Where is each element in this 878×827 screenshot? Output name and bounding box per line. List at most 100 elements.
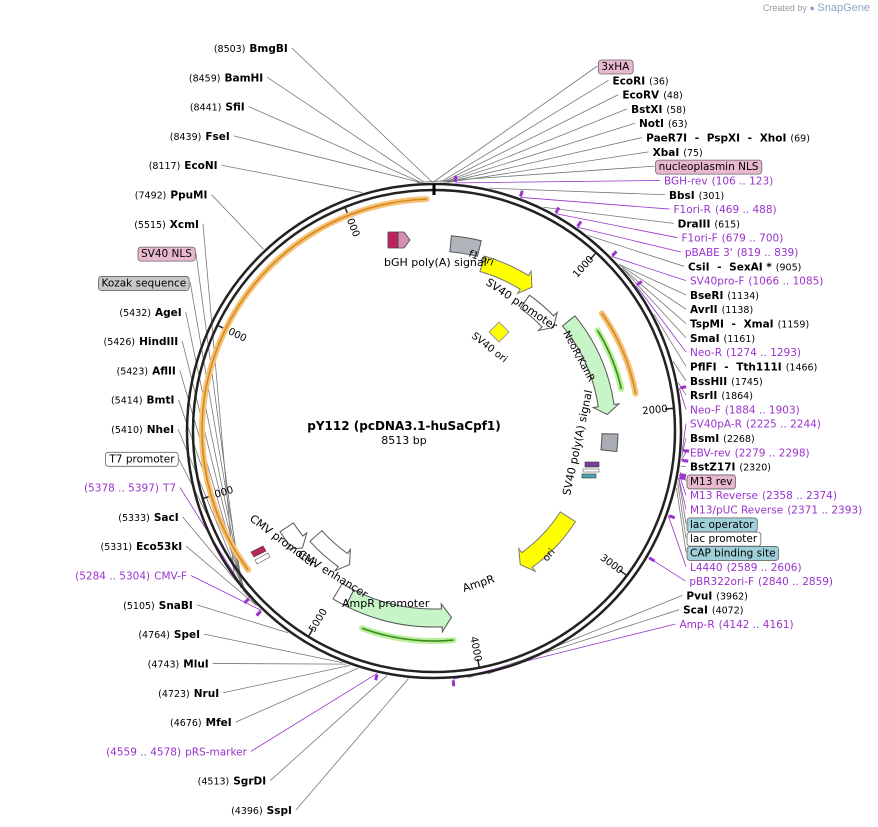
label-part: (4142 .. 4161) — [719, 619, 794, 631]
label-beri-text: BseRI(1134) — [690, 290, 759, 302]
label-part: BmgBI — [249, 43, 287, 55]
plasmid-name: pY112 (pcDNA3.1-huSaCpf1) — [307, 419, 501, 433]
leader-line — [676, 487, 687, 553]
label-sv40pro-f-text: SV40pro-F(1066 .. 1085) — [690, 276, 823, 288]
tick-label: 5000 — [307, 607, 330, 634]
label-nhei-text: (5410)NheI — [111, 424, 174, 436]
label-bbsi-text: BbsI(301) — [669, 190, 724, 202]
label-part: SgrDI — [233, 776, 266, 788]
label-csii-text: CsiI - SexAI *(905) — [688, 261, 801, 273]
label-bmti-text: (5414)BmtI — [111, 395, 174, 407]
label-part: BseRI — [690, 290, 723, 302]
leader-line — [447, 151, 649, 183]
leader-line — [442, 94, 619, 183]
label-ebv-rev: EBV-rev(2279 .. 2298) — [690, 447, 810, 459]
label-f1ori-f-text: F1ori-F(679 .. 700) — [681, 233, 783, 245]
label-aflii: (5423)AflII — [116, 365, 175, 377]
label-part: (5432) — [119, 308, 151, 319]
label-kozak: Kozak sequence — [98, 276, 190, 291]
label-part: EcoNI — [184, 160, 217, 172]
label-part: (7492) — [135, 191, 167, 202]
bgh-polya-label: bGH poly(A) signal — [384, 256, 487, 269]
label-beri: BseRI(1134) — [690, 290, 759, 302]
bgh-polya-glyph — [449, 235, 482, 257]
label-lac-promoter: lac promoter — [686, 531, 762, 547]
sv40-nls-glyph — [250, 545, 267, 558]
leader-line — [440, 79, 609, 183]
label-part: EcoRI — [613, 75, 646, 87]
label-box — [686, 474, 736, 490]
label-smai: SmaI(1161) — [690, 333, 755, 345]
label-mfei: (4676)MfeI — [170, 717, 232, 729]
label-neo-r-text: Neo-R(1274 .. 1293) — [690, 347, 801, 359]
label-part: (4676) — [170, 718, 202, 729]
label-box — [137, 246, 196, 262]
label-l4440: L4440(2589 .. 2606) — [690, 562, 802, 574]
label-sfii-text: (8441)SfiI — [190, 102, 245, 114]
label-part: (1066 .. 1085) — [748, 276, 823, 288]
label-part: MluI — [183, 658, 208, 670]
label-part: TspMI — [690, 319, 724, 331]
label-f1ori-f: F1ori-F(679 .. 700) — [681, 233, 783, 245]
leader-line — [291, 47, 433, 183]
label-spei-text: (4764)SpeI — [138, 629, 200, 641]
label-part: SmaI — [690, 333, 720, 345]
label-m13-puc-reverse-text: M13/pUC Reverse(2371 .. 2393) — [690, 505, 862, 517]
label-part: (1138) — [722, 305, 754, 316]
plasmid-center-label: pY112 (pcDNA3.1-huSaCpf1) 8513 bp — [307, 419, 501, 447]
label-sgrdi-text: (4513)SgrDI — [198, 776, 266, 788]
leader-line — [678, 477, 687, 524]
label-mlui-text: (4743)MluI — [148, 658, 209, 670]
label-ecori-text: EcoRI(36) — [613, 75, 669, 87]
label-snabi-text: (5105)SnaBI — [123, 600, 193, 612]
label-part: SnaBI — [159, 600, 193, 612]
label-part: (8459) — [189, 73, 221, 84]
label-box — [597, 59, 634, 75]
label-part: - — [728, 319, 740, 331]
label-part: SV40pA-R — [690, 419, 742, 431]
label-part: HindIII — [139, 336, 178, 348]
label-nrui-text: (4723)NruI — [158, 688, 219, 700]
tick-mark — [589, 252, 597, 260]
label-part: (1274 .. 1293) — [726, 347, 801, 359]
leader-line — [619, 264, 687, 310]
leader-line — [672, 361, 687, 381]
label-eco53ki-text: (5331)Eco53kI — [101, 541, 183, 553]
label-part: (5378 .. 5397) — [84, 483, 159, 495]
feature-glyphs — [250, 231, 621, 634]
primer-site-mark — [648, 556, 656, 563]
label-aflii-text: (5423)AflII — [116, 365, 175, 377]
ampr-promoter-arrow — [332, 582, 355, 607]
annotation-labels: 3xHAEcoRI(36)EcoRV(48)BstXI(58)NotI(63)P… — [75, 43, 862, 817]
tick-mark — [307, 628, 314, 638]
label-part: (1884 .. 1903) — [725, 404, 800, 416]
label-part: F1ori-F — [681, 233, 717, 245]
leader-line — [667, 515, 687, 567]
label-ecorv: EcoRV(48) — [622, 90, 682, 102]
label-nucleoplasmin-nls-text: nucleoplasmin NLS — [659, 161, 759, 173]
label-mlui: (4743)MluI — [148, 658, 209, 670]
ha-tag-glyph — [397, 231, 411, 249]
label-part: SpeI — [174, 629, 200, 641]
label-kozak-text: Kozak sequence — [101, 277, 186, 289]
label-part: T7 — [162, 483, 176, 495]
sv40-ori-glyph — [488, 321, 510, 343]
label-part: AflII — [152, 365, 176, 377]
cds-arc-orange — [199, 196, 430, 573]
label-bstz17i: BstZ17I(2320) — [690, 462, 771, 474]
label-part: CsiI — [688, 261, 709, 273]
label-part: Tth111I — [736, 361, 781, 373]
leader-line — [487, 595, 683, 675]
label-part: (5284 .. 5304) — [75, 571, 150, 583]
label-snabi: (5105)SnaBI — [123, 600, 193, 612]
snapgene-credit: Created by ● SnapGene — [763, 2, 870, 14]
label-lac-promoter-text: lac promoter — [690, 533, 758, 545]
label-sfii: (8441)SfiI — [190, 102, 245, 114]
tick-mark — [476, 658, 481, 668]
label-eco53ki: (5331)Eco53kI — [101, 541, 183, 553]
label-part: BmtI — [147, 395, 175, 407]
label-part: NheI — [147, 424, 174, 436]
label-part: (905) — [776, 262, 802, 273]
label-part: (469 .. 488) — [715, 204, 777, 216]
